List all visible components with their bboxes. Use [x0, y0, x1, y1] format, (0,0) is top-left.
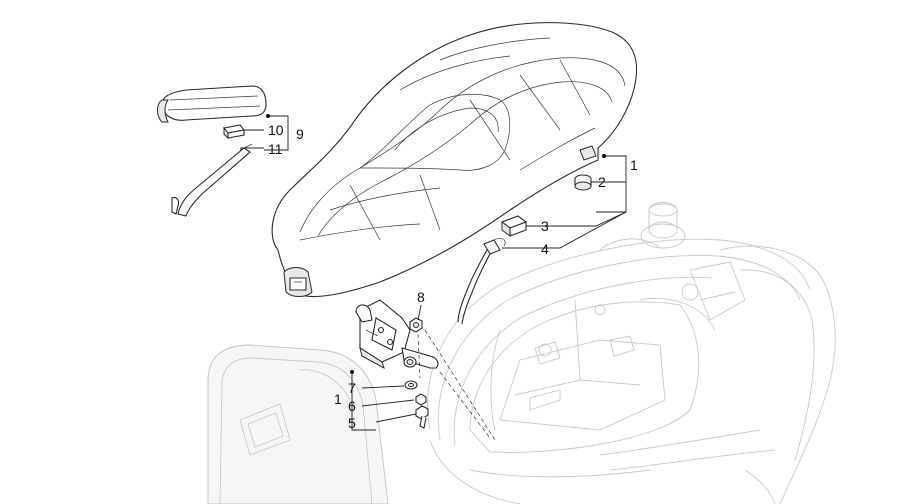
- cable-part: [457, 238, 506, 325]
- callout-9: 9: [296, 126, 304, 142]
- callout-2: 2: [598, 174, 606, 190]
- seat-assembly: [271, 22, 638, 298]
- small-nut-part: [415, 393, 427, 406]
- washer-part: [404, 380, 418, 390]
- small-clip-part: [222, 124, 246, 140]
- bolt-part: [415, 405, 429, 429]
- helmet-pad-part: [157, 85, 267, 123]
- seat-hinge-assembly: [355, 299, 439, 370]
- callout-leaders: [240, 114, 627, 431]
- callout-1-top: 1: [630, 157, 638, 173]
- callout-11: 11: [268, 141, 283, 157]
- seat-stay-rod-part: [171, 143, 253, 217]
- callout-4: 4: [541, 241, 549, 257]
- callout-7: 7: [348, 380, 356, 396]
- callout-8: 8: [417, 289, 425, 305]
- side-panel-ghost: [207, 344, 389, 504]
- callout-1-bottom: 1: [334, 391, 342, 407]
- rubber-buffer-part: [574, 174, 592, 191]
- callout-3: 3: [541, 218, 549, 234]
- callout-5: 5: [348, 415, 356, 431]
- callout-labels: 1 2 3 4 5 6 7 8 9 10 11 1: [268, 122, 638, 431]
- nut-part: [409, 317, 423, 333]
- callout-10: 10: [268, 122, 284, 138]
- callout-6: 6: [348, 398, 356, 414]
- seat-block-part: [500, 215, 528, 237]
- scooter-frame-ghost: [427, 202, 836, 504]
- assembly-lines: [417, 329, 496, 441]
